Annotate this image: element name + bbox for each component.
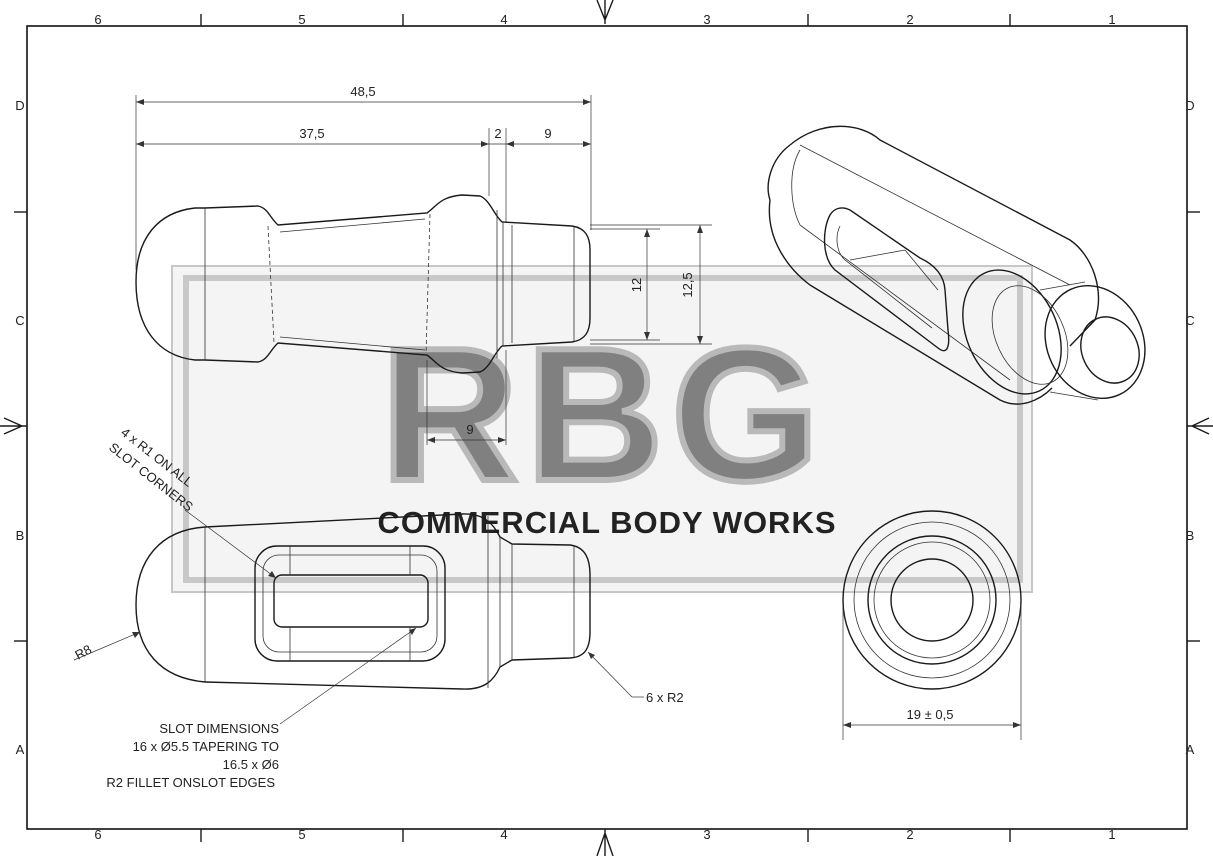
col-label: 1 bbox=[1108, 12, 1115, 27]
row-label: A bbox=[1186, 742, 1195, 757]
dim-overall-length: 48,5 bbox=[350, 84, 375, 99]
col-label: 1 bbox=[1108, 827, 1115, 842]
col-label: 6 bbox=[94, 827, 101, 842]
col-label: 5 bbox=[298, 12, 305, 27]
col-label: 5 bbox=[298, 827, 305, 842]
note-slot-dim-line2: 16 x Ø5.5 TAPERING TO bbox=[133, 739, 279, 754]
col-label: 3 bbox=[703, 827, 710, 842]
row-label: B bbox=[16, 528, 25, 543]
dim-spigot-dia: 12 bbox=[629, 278, 644, 292]
front-view bbox=[135, 194, 591, 374]
watermark-logo: RBG bbox=[381, 309, 827, 521]
front-view-dimensions: 48,5 37,5 2 9 9 12 12,5 bbox=[135, 84, 712, 445]
row-label: D bbox=[1185, 98, 1194, 113]
end-view: 19 ± 0,5 bbox=[842, 510, 1022, 740]
watermark-inner-frame bbox=[183, 275, 1023, 583]
note-slot-dim-line1: SLOT DIMENSIONS bbox=[159, 721, 279, 736]
slot-mid bbox=[262, 554, 438, 653]
note-end-radius: R8 bbox=[72, 642, 94, 663]
col-label: 4 bbox=[500, 12, 507, 27]
zone-labels-right: D C B A bbox=[1185, 98, 1194, 757]
dim-body-length: 37,5 bbox=[299, 126, 324, 141]
watermark-tagline: COMMERCIAL BODY WORKS bbox=[377, 505, 836, 540]
slot-inner bbox=[273, 574, 429, 628]
dim-shoulder: 2 bbox=[494, 126, 501, 141]
slot-outer bbox=[254, 545, 446, 662]
zone-labels-top: 6 5 4 3 2 1 bbox=[94, 12, 1115, 27]
col-label: 2 bbox=[906, 827, 913, 842]
col-label: 2 bbox=[906, 12, 913, 27]
col-label: 6 bbox=[94, 12, 101, 27]
rbg-watermark: RBG COMMERCIAL BODY WORKS bbox=[171, 265, 1033, 593]
row-label: C bbox=[1185, 313, 1194, 328]
isometric-view bbox=[767, 125, 1146, 405]
row-label: D bbox=[15, 98, 24, 113]
note-fillets: 6 x R2 bbox=[646, 690, 684, 705]
row-label: A bbox=[16, 742, 25, 757]
col-label: 4 bbox=[500, 827, 507, 842]
dim-spigot: 9 bbox=[544, 126, 551, 141]
row-label: B bbox=[1186, 528, 1195, 543]
dim-shoulder-dia: 12,5 bbox=[680, 272, 695, 297]
row-label: C bbox=[15, 313, 24, 328]
note-slot-dim-line3: 16.5 x Ø6 bbox=[223, 757, 279, 772]
watermark-panel bbox=[171, 265, 1033, 593]
top-view bbox=[135, 513, 591, 690]
col-label: 3 bbox=[703, 12, 710, 27]
zone-labels-bottom: 6 5 4 3 2 1 bbox=[94, 827, 1115, 842]
dim-groove-offset: 9 bbox=[466, 422, 473, 437]
dim-end-dia: 19 ± 0,5 bbox=[907, 707, 954, 722]
note-slot-dim-line4: R2 FILLET ONSLOT EDGES bbox=[106, 775, 275, 790]
zone-labels-left: D C B A bbox=[15, 98, 24, 757]
